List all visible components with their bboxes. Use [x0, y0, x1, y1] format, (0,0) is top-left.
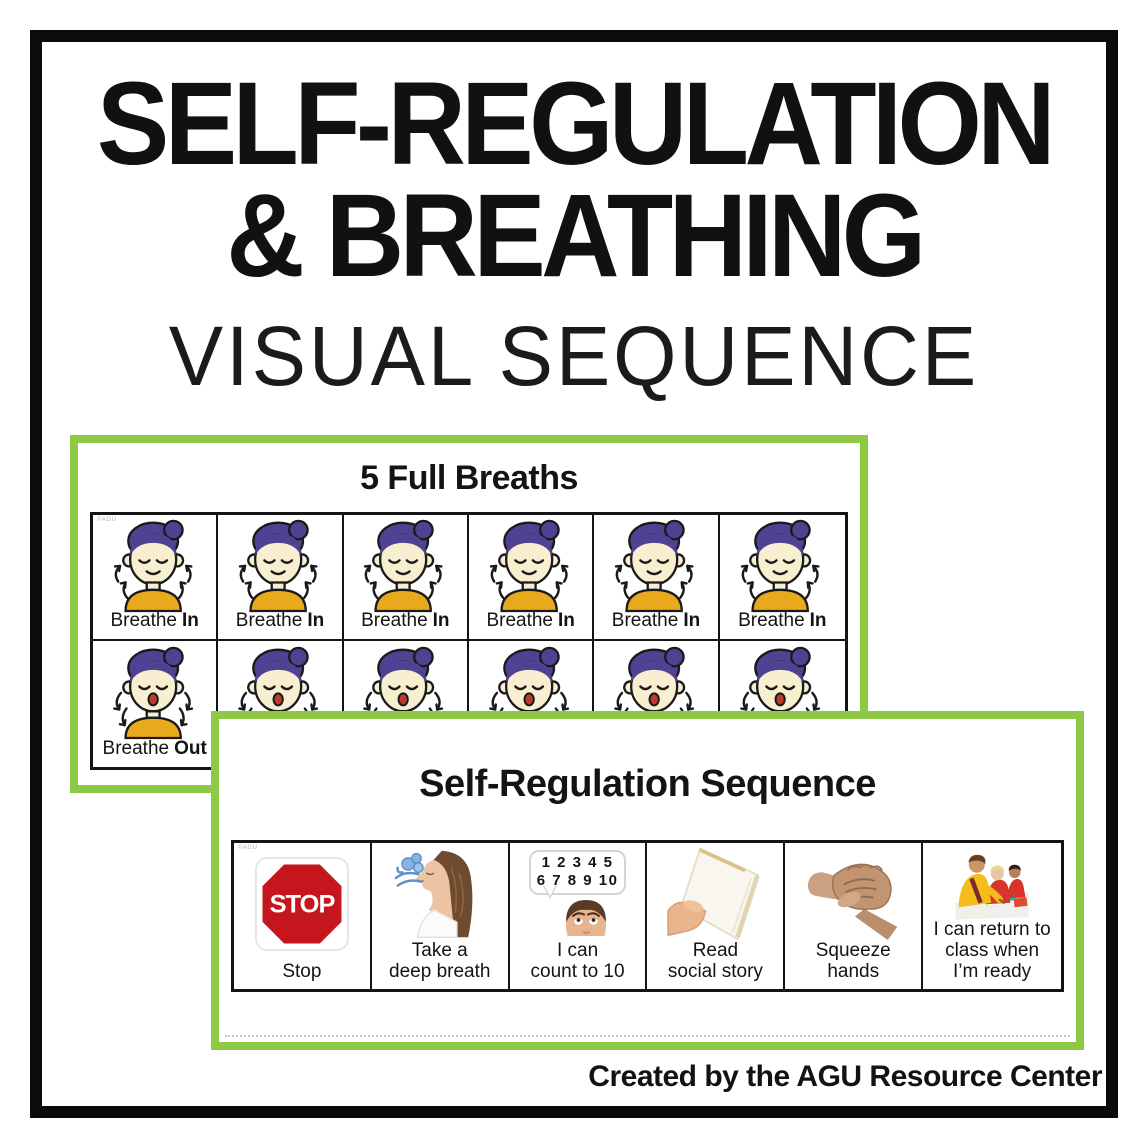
breathe-out-face-icon — [109, 644, 201, 740]
step-label: Stop — [282, 961, 322, 982]
main-subtitle: VISUAL SEQUENCE — [168, 309, 980, 403]
count-speech-bubble: 1 2 3 4 5 6 7 8 9 10 — [528, 850, 627, 899]
sequence-step-stop: STOP Stop — [234, 843, 372, 989]
breathe-in-face-icon — [736, 517, 828, 613]
sequence-card-title: Self-Regulation Sequence — [419, 763, 876, 805]
step-label: I can count to 10 — [530, 940, 625, 982]
step-label: Squeeze hands — [815, 940, 891, 982]
breathe-in-face-icon — [234, 517, 326, 613]
sequence-step-deep-breath: Take a deep breath — [372, 843, 510, 989]
breathe-in-face-icon — [359, 517, 451, 613]
stop-sign-icon: STOP — [254, 857, 349, 951]
headline: SELF-REGULATION & BREATHING VISUAL SEQUE… — [0, 58, 1148, 403]
sequence-table: ©AGU STOP Stop Take a deep breath — [231, 840, 1064, 992]
main-title-line-1: SELF-REGULATION — [96, 58, 1056, 190]
students-writing-icon — [944, 845, 1040, 921]
breaths-card-title: 5 Full Breaths — [360, 459, 578, 497]
step-label: Read social story — [667, 940, 763, 982]
clasped-hands-icon — [805, 847, 901, 941]
copyright-watermark: ©AGU — [238, 845, 258, 851]
step-label: I can return to class when I’m ready — [933, 919, 1051, 982]
count-to-ten-face-icon — [557, 892, 615, 936]
open-book-icon — [667, 847, 763, 941]
copyright-watermark: ©AGU — [97, 517, 117, 523]
footer-credit: Created by the AGU Resource Center — [588, 1060, 1102, 1093]
breathe-in-face-icon — [610, 517, 702, 613]
main-title-line-2: & BREATHING — [226, 170, 926, 302]
sequence-step-squeeze-hands: Squeeze hands — [785, 843, 924, 989]
sequence-step-read-social-story: Read social story — [647, 843, 786, 989]
deep-breath-icon — [393, 847, 487, 941]
sequence-card: Self-Regulation Sequence ©AGU STOP Stop … — [211, 711, 1084, 1050]
svg-text:STOP: STOP — [269, 890, 335, 918]
step-label: Take a deep breath — [389, 940, 491, 982]
breathe-in-face-icon — [109, 517, 201, 613]
sequence-step-return-to-class: I can return to class when I’m ready — [923, 843, 1061, 989]
perforation-line — [225, 1035, 1070, 1037]
sequence-step-count-to-ten: 1 2 3 4 5 6 7 8 9 10 I can count to 10 — [510, 843, 648, 989]
breathe-in-face-icon — [485, 517, 577, 613]
